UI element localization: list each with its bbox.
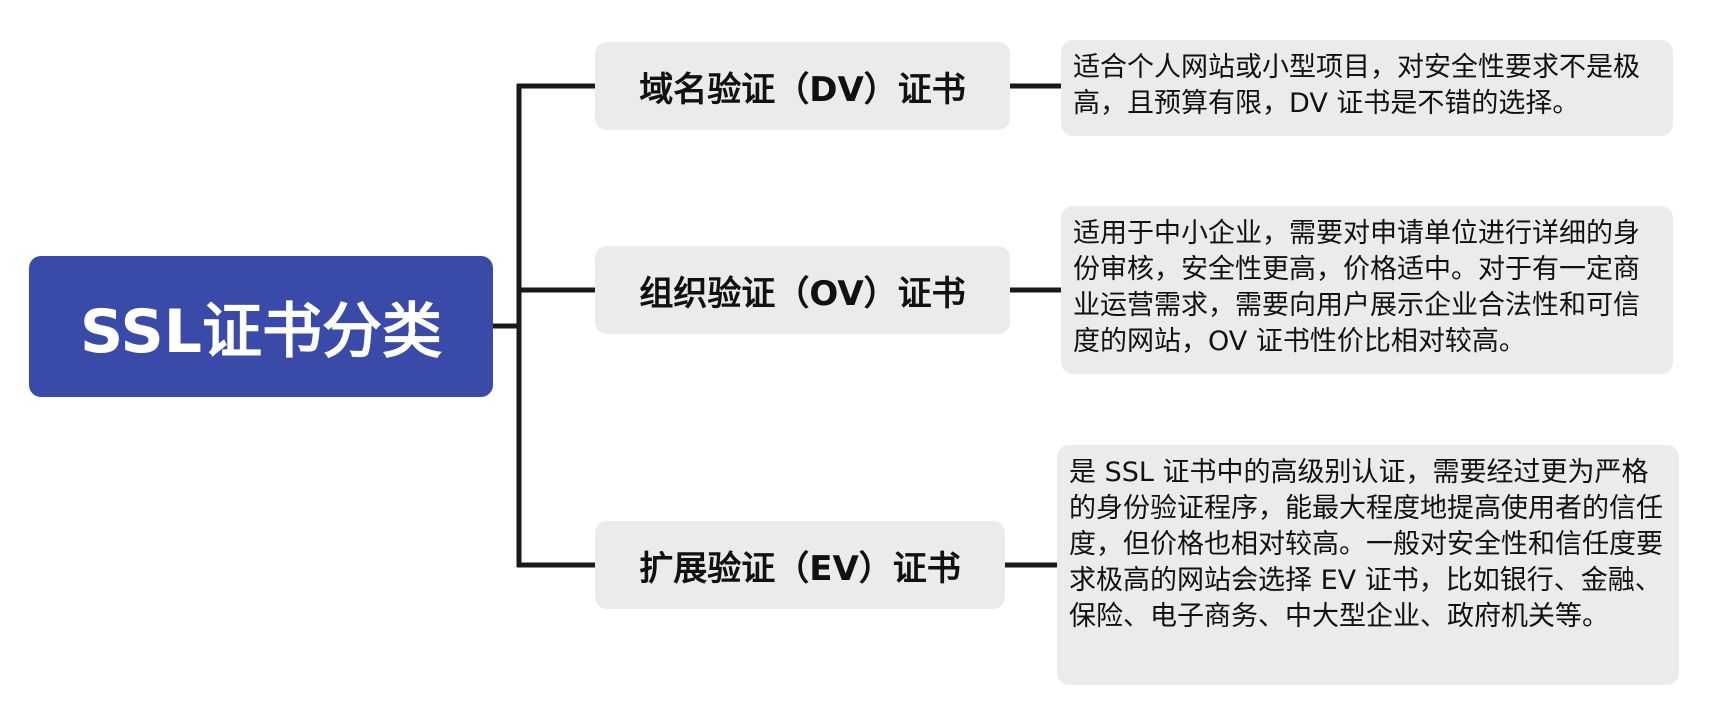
branch-node-ev: 扩展验证（EV）证书 <box>595 521 1005 609</box>
branch-node-dv: 域名验证（DV）证书 <box>595 42 1010 130</box>
leaf-node-dv: 适合个人网站或小型项目，对安全性要求不是极高，且预算有限，DV 证书是不错的选择… <box>1061 40 1673 136</box>
leaf-node-ov: 适用于中小企业，需要对申请单位进行详细的身份审核，安全性更高，价格适中。对于有一… <box>1061 206 1673 374</box>
leaf-description: 适合个人网站或小型项目，对安全性要求不是极高，且预算有限，DV 证书是不错的选择… <box>1073 52 1640 119</box>
root-node: SSL证书分类 <box>29 256 493 397</box>
root-label: SSL证书分类 <box>80 297 442 367</box>
branch-node-ov: 组织验证（OV）证书 <box>595 246 1010 334</box>
branch-label: 组织验证（OV）证书 <box>639 273 966 314</box>
leaf-description: 适用于中小企业，需要对申请单位进行详细的身份审核，安全性更高，价格适中。对于有一… <box>1073 218 1640 357</box>
branch-label: 域名验证（DV）证书 <box>639 69 966 110</box>
leaf-description: 是 SSL 证书中的高级别认证，需要经过更为严格的身份验证程序，能最大程度地提高… <box>1069 457 1663 632</box>
leaf-node-ev: 是 SSL 证书中的高级别认证，需要经过更为严格的身份验证程序，能最大程度地提高… <box>1057 445 1679 685</box>
branch-label: 扩展验证（EV）证书 <box>639 548 961 589</box>
